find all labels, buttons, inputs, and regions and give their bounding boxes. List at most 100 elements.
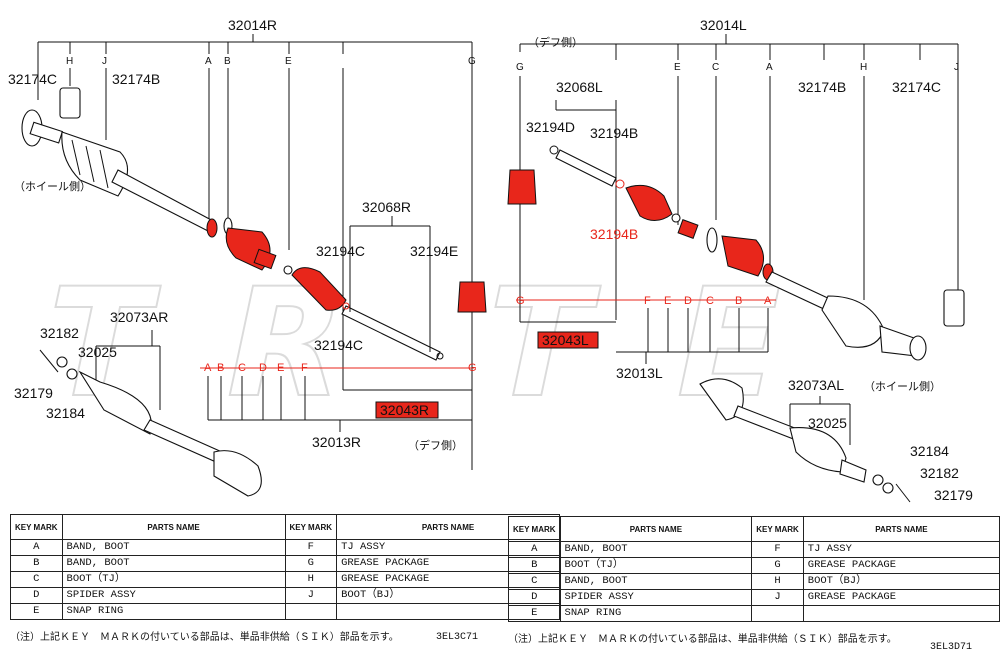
key-A-right: A	[766, 62, 773, 73]
diff-side-label-right: （デフ側）	[528, 35, 583, 49]
callout-32073AR: 32073AR	[110, 309, 168, 325]
key-B-left: B	[224, 56, 231, 67]
parts-diagram: T R T E 32014R H J A B E G 32174C 32174B…	[8, 17, 973, 503]
svg-text:B: B	[217, 362, 224, 374]
tj-assy-icon	[291, 267, 347, 311]
svg-text:C: C	[706, 295, 714, 307]
key-J-left: J	[102, 56, 107, 67]
callout-32025-left: 32025	[78, 344, 117, 360]
callout-32073AL: 32073AL	[788, 377, 844, 393]
svg-text:B: B	[735, 295, 742, 307]
figure-code-left: 3EL3C71	[436, 632, 479, 643]
svg-text:D: D	[684, 295, 692, 307]
snap-ring-icon	[283, 265, 293, 275]
svg-text:F: F	[644, 295, 651, 307]
header-key-mark: KEY MARK	[10, 514, 63, 540]
callout-32043L-box	[537, 331, 599, 349]
spider-assy-icon	[253, 248, 277, 270]
note-right: （注）上記ＫＥＹ ＭＡＲＫの付いている部品は、単品非供給（ＳＩＫ）部品を示す。	[508, 634, 897, 645]
callout-32043R: 32043R	[380, 402, 429, 418]
svg-text:E: E	[277, 362, 284, 374]
callout-32068R: 32068R	[362, 199, 411, 215]
callout-32174C-left: 32174C	[8, 71, 57, 87]
grease-package-icon	[59, 87, 81, 119]
svg-text:A: A	[204, 362, 212, 374]
key-H-left: H	[66, 56, 73, 67]
tj-assy-right-icon	[625, 184, 673, 221]
callout-32043R-box	[375, 401, 439, 419]
parts-table-left: KEY MARK PARTS NAME KEY MARK PARTS NAME …	[10, 514, 561, 620]
key-G-left: G	[468, 56, 476, 67]
key-E-right: E	[674, 62, 681, 73]
key-J-right: J	[954, 62, 959, 73]
svg-text:C: C	[238, 362, 246, 374]
bj-assy-icon	[78, 370, 152, 435]
callout-32194C-a: 32194C	[316, 243, 365, 259]
diff-side-label-left: （デフ側）	[408, 438, 463, 452]
right-assembly: 32014L （デフ側） G E C A H J 32068L 32194D 3…	[507, 17, 973, 503]
callout-32174B-right: 32174B	[798, 79, 846, 95]
grease-package-red-right	[507, 169, 537, 205]
key-H-right: H	[860, 62, 867, 73]
key-G-right: G	[516, 62, 524, 73]
callout-32179-left: 32179	[14, 385, 53, 401]
nut-icon	[56, 356, 68, 368]
parts-table-right: KEY MARK PARTS NAME KEY MARK PARTS NAME …	[508, 516, 1000, 622]
tj-housing-icon	[213, 450, 262, 497]
callout-32194E: 32194E	[410, 243, 458, 259]
header-key-mark: KEY MARK	[751, 516, 804, 542]
callout-32174B-left: 32174B	[112, 71, 160, 87]
svg-text:A: A	[764, 295, 772, 307]
band-boot-icon	[206, 218, 218, 238]
key-A-left: A	[205, 56, 212, 67]
bottom-key-row-left: A B C D E F G	[200, 362, 477, 421]
callout-32194B-b: 32194B	[590, 226, 638, 242]
callout-32025-right: 32025	[808, 415, 847, 431]
header-key-mark: KEY MARK	[508, 516, 561, 542]
hub-side-label-left: （ホイール側）	[14, 180, 91, 193]
header-parts-name: PARTS NAME	[802, 516, 1000, 542]
callout-32182-right: 32182	[920, 465, 959, 481]
callout-32043L: 32043L	[542, 332, 589, 348]
callout-32194C-b: 32194C	[314, 337, 363, 353]
svg-text:E: E	[664, 295, 671, 307]
drive-shaft-icon	[111, 169, 216, 233]
note-left: （注）上記ＫＥＹ ＭＡＲＫの付いている部品は、単品非供給（ＳＩＫ）部品を示す。	[10, 632, 399, 643]
washer-icon	[66, 368, 78, 380]
header-parts-name: PARTS NAME	[61, 514, 286, 540]
figure-code-right: 3EL3D71	[930, 642, 973, 653]
bj-boot-icon	[61, 131, 129, 197]
callout-32013R: 32013R	[312, 434, 361, 450]
hub-side-label-right: （ホイール側）	[864, 380, 941, 393]
header-key-mark: KEY MARK	[284, 514, 338, 540]
callout-32182-left: 32182	[40, 325, 79, 341]
callout-32179-right: 32179	[934, 487, 973, 503]
key-E-left: E	[285, 56, 292, 67]
callout-32014R: 32014R	[228, 17, 277, 33]
grease-package-red-icon	[457, 281, 487, 313]
callout-32174C-right: 32174C	[892, 79, 941, 95]
header-parts-name: PARTS NAME	[559, 516, 753, 542]
bottom-key-row-right: G F E D C B A	[516, 295, 776, 353]
callout-32184-left: 32184	[46, 405, 85, 421]
callout-32013L: 32013L	[616, 365, 663, 381]
svg-text:D: D	[259, 362, 267, 374]
callout-32068L: 32068L	[556, 79, 603, 95]
svg-text:G: G	[468, 362, 477, 374]
left-assembly: 32014R H J A B E G 32174C 32174B （ホイール側）	[8, 17, 487, 497]
callout-32194B-a: 32194B	[590, 125, 638, 141]
callout-32014L: 32014L	[700, 17, 747, 33]
svg-text:F: F	[301, 362, 308, 374]
key-C-right: C	[712, 62, 719, 73]
svg-text:G: G	[516, 295, 525, 307]
